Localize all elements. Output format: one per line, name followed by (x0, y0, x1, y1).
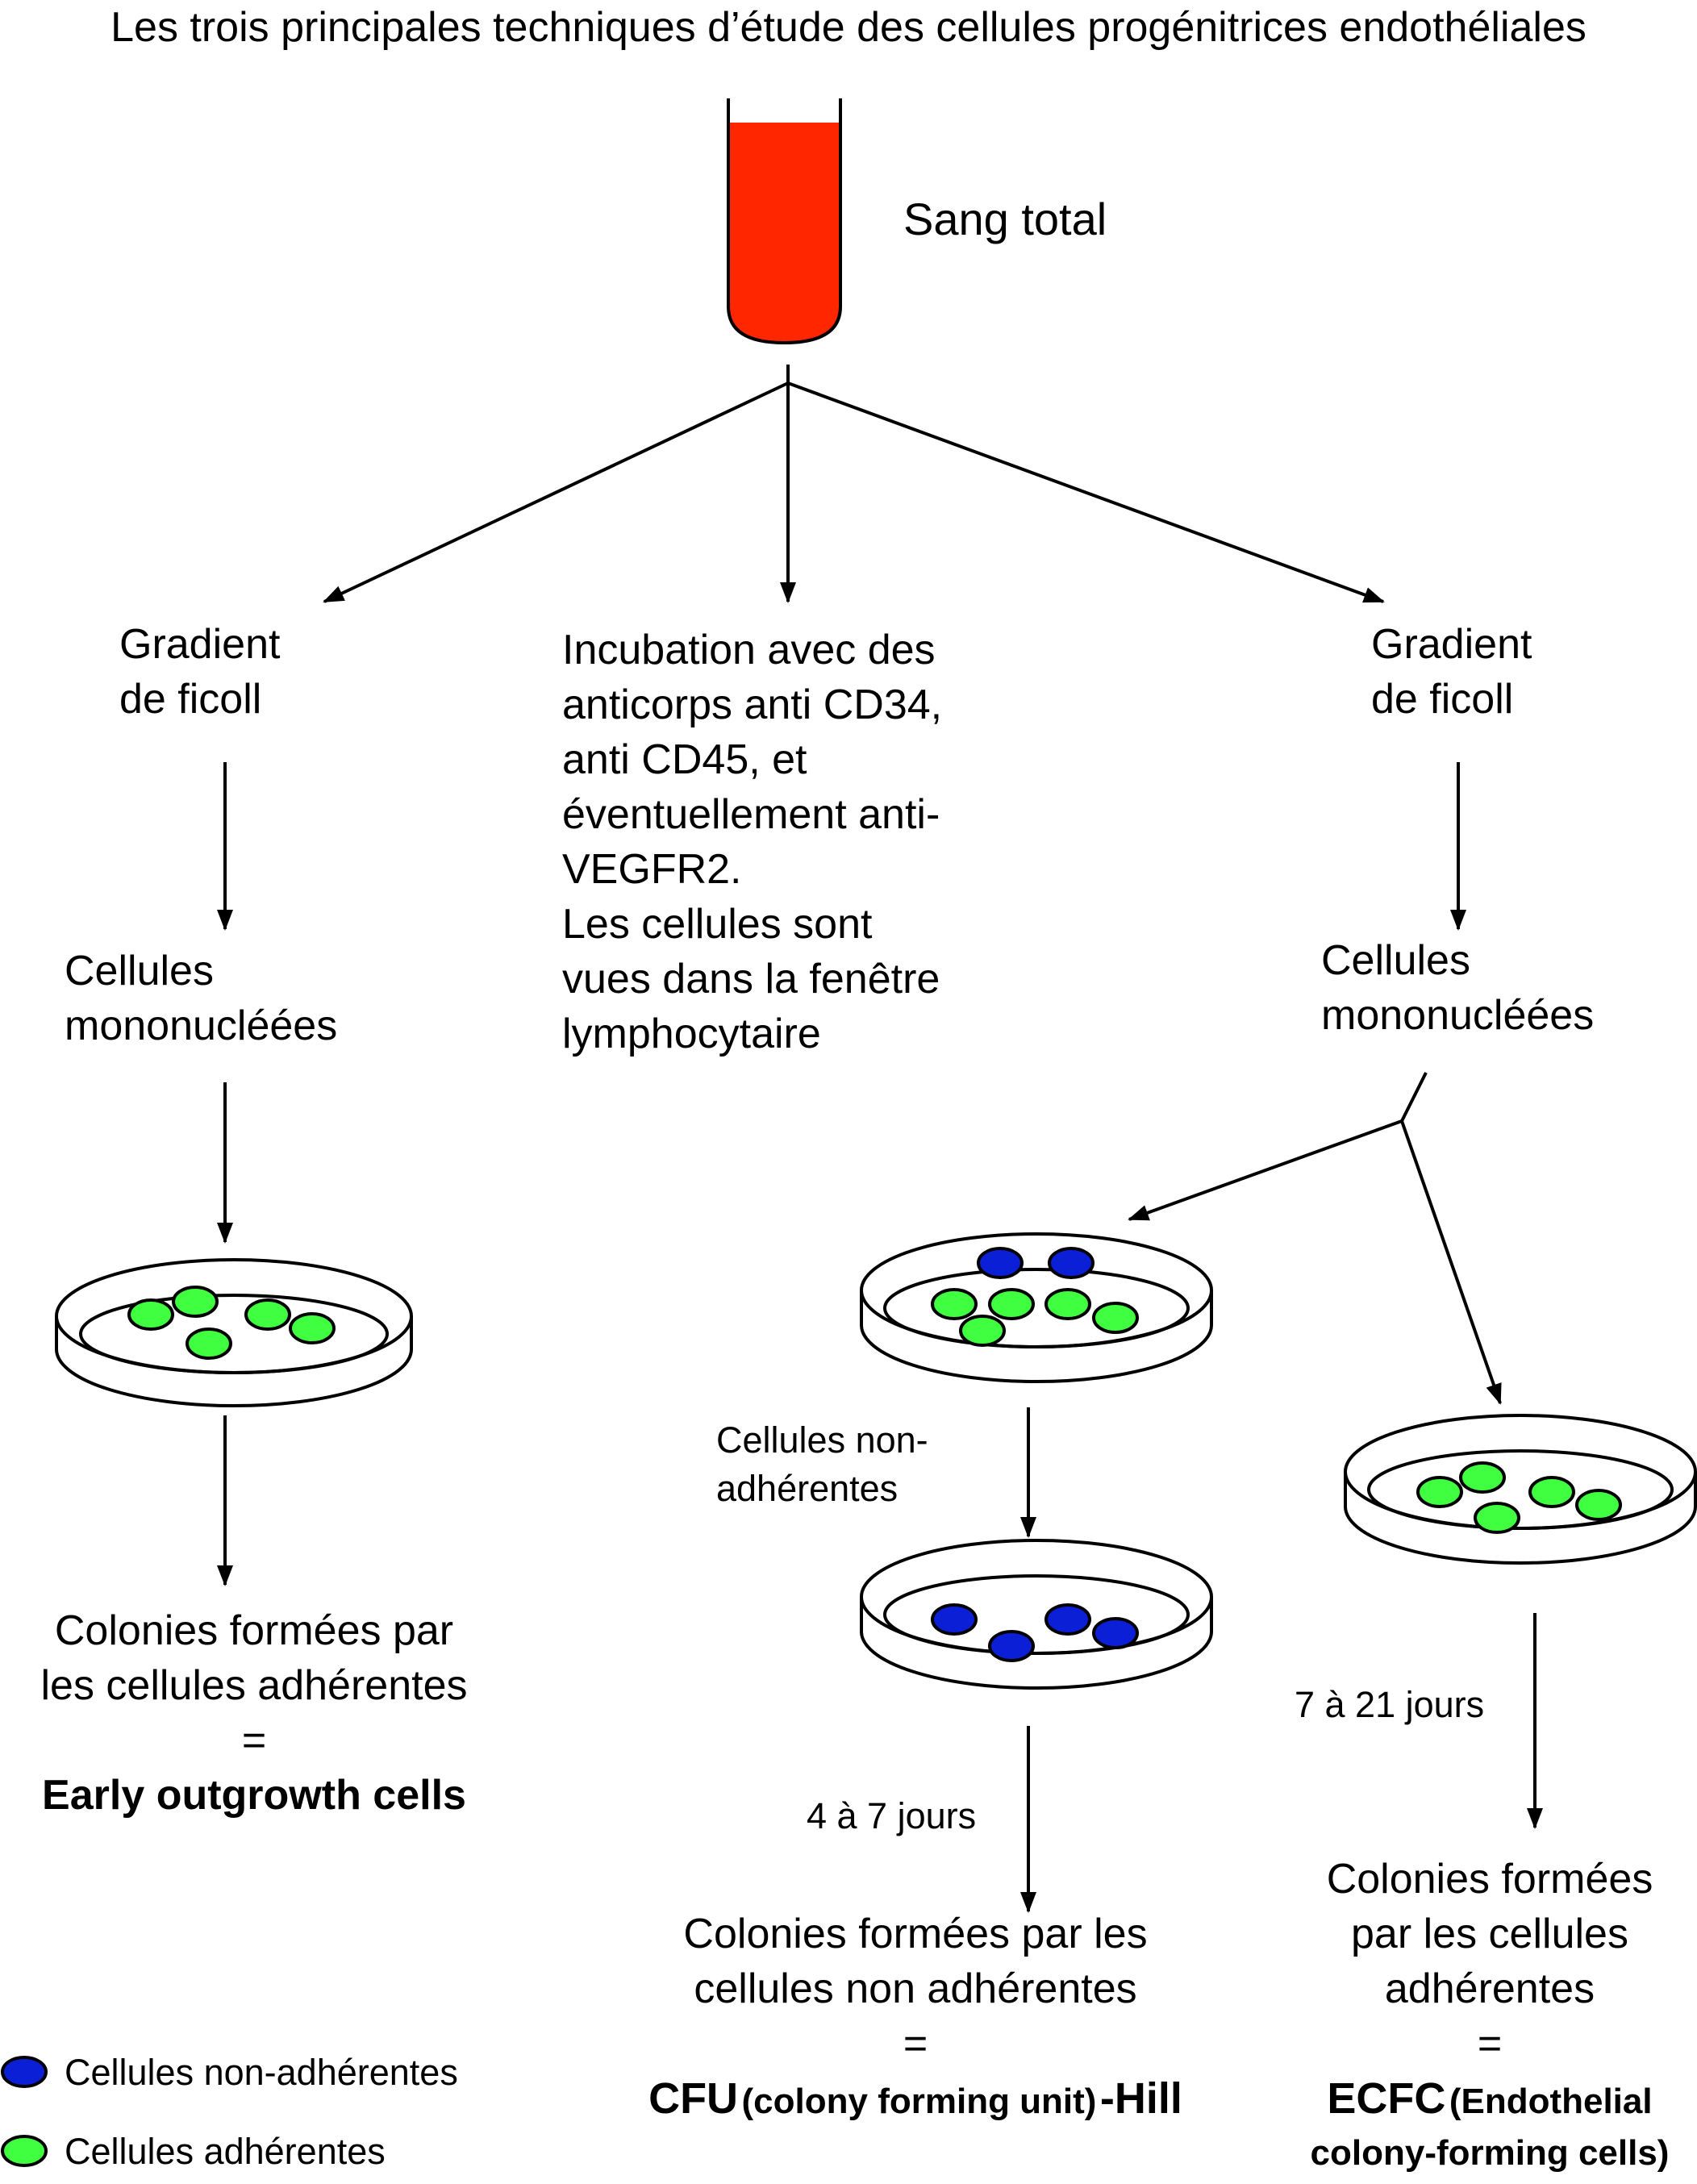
adherent-cell (1528, 1476, 1575, 1508)
center-line-1: Incubation avec des (562, 627, 936, 673)
left-result-equals: = (241, 1717, 267, 1764)
right-branch-arrows (1020, 762, 1543, 1913)
transfer-label-line2: adhérentes (716, 1468, 899, 1509)
cfu-duration: 4 à 7 jours (807, 1795, 977, 1836)
ecfc-result-line3: adhérentes (1384, 1965, 1595, 2012)
non-adherent-cell (1092, 1617, 1139, 1649)
adherent-cell (127, 1298, 174, 1331)
legend-markers (1, 2056, 48, 2167)
adherent-cell (186, 1327, 232, 1360)
diagram-title: Les trois principales techniques d’étude… (110, 4, 1587, 51)
right-step2-line1: Cellules (1321, 937, 1470, 984)
ecfc-name-paren2: colony-forming cells) (1310, 2133, 1670, 2173)
adherent-cell (1474, 1502, 1520, 1534)
adherent-cell (289, 1312, 336, 1344)
source-label: Sang total (903, 194, 1107, 244)
left-step1-line1: Gradient (119, 621, 281, 668)
non-adherent-cell (977, 1247, 1024, 1279)
ecfc-result-line2: par les cellules (1351, 1911, 1628, 1957)
non-adherent-cell (1044, 1603, 1091, 1636)
center-line-8: lymphocytaire (562, 1011, 821, 1057)
left-result-name: Early outgrowth cells (42, 1772, 466, 1819)
non-adherent-cell (988, 1630, 1035, 1662)
arrow-to-cfu-dish (1128, 1119, 1403, 1221)
ecfc-duration: 7 à 21 jours (1295, 1684, 1485, 1725)
center-line-5: VEGFR2. (562, 846, 742, 893)
petri-dish-mixed (860, 1232, 1213, 1383)
legend-adherent-icon (1, 2135, 48, 2167)
adherent-cell (1044, 1288, 1091, 1320)
ecfc-result-name: ECFC (Endothelial (1274, 2071, 1697, 2137)
cfu-result-equals: = (903, 2020, 928, 2067)
cfu-result-line1: Colonies formées par les (683, 1911, 1148, 1957)
petri-dish-left (55, 1258, 413, 1407)
legend-non-adherent-label: Cellules non-adhérentes (65, 2052, 458, 2093)
arrow-to-left-branch (323, 381, 789, 603)
blood-fill (728, 123, 840, 343)
cfu-name-paren: (colony forming unit) (741, 2082, 1097, 2121)
legend-adherent-label: Cellules adhérentes (65, 2131, 386, 2172)
ecfc-name-bold: ECFC (1327, 2074, 1446, 2123)
adherent-cell (931, 1288, 978, 1320)
adherent-cell (1459, 1461, 1506, 1494)
cfu-name-bold: CFU (648, 2074, 739, 2123)
adherent-cell (172, 1286, 219, 1318)
center-line-3: anti CD45, et (562, 736, 807, 783)
left-result-line2: les cellules adhérentes (40, 1662, 468, 1709)
left-step1-line2: de ficoll (119, 676, 262, 723)
left-step2-line1: Cellules (65, 948, 214, 994)
adherent-cell (988, 1288, 1035, 1320)
petri-dish-ecfc (1344, 1414, 1697, 1565)
cfu-result-name: CFU (colony forming unit) -Hill (593, 2071, 1238, 2137)
adherent-cell (244, 1298, 291, 1331)
arrow-to-right-branch (787, 381, 1385, 603)
test-tube (727, 98, 842, 345)
right-step1-line1: Gradient (1371, 621, 1532, 668)
cfu-result-line2: cellules non adhérentes (694, 1965, 1137, 2012)
non-adherent-cell (931, 1603, 978, 1636)
center-line-7: vues dans la fenêtre (562, 956, 940, 1002)
arrow-to-ecfc-dish (1400, 1120, 1502, 1405)
center-line-6: Les cellules sont (562, 901, 873, 948)
tube-outline (727, 98, 842, 345)
petri-dish-non-adherent (860, 1539, 1213, 1690)
right-step1-line2: de ficoll (1371, 676, 1514, 723)
ecfc-name-paren1: (Endothelial (1449, 2082, 1653, 2121)
transfer-label-line1: Cellules non- (716, 1419, 928, 1461)
adherent-cell (1416, 1476, 1463, 1508)
ecfc-result-line1: Colonies formées (1326, 1856, 1653, 1903)
adherent-cell (1092, 1302, 1139, 1334)
cfu-name-suffix: -Hill (1099, 2074, 1182, 2123)
legend-non-adherent-icon (1, 2056, 48, 2088)
top-split-arrows (323, 365, 1385, 603)
left-step2-line2: mononucléées (65, 1002, 338, 1049)
ecfc-result-equals: = (1477, 2020, 1503, 2067)
left-result-line1: Colonies formées par (54, 1607, 454, 1654)
center-line-2: anticorps anti CD34, (562, 681, 943, 728)
non-adherent-cell (1048, 1247, 1095, 1279)
center-line-4: éventuellement anti- (562, 791, 940, 838)
adherent-cell (959, 1315, 1006, 1347)
adherent-cell (1575, 1489, 1622, 1521)
right-step2-line2: mononucléées (1321, 992, 1595, 1039)
